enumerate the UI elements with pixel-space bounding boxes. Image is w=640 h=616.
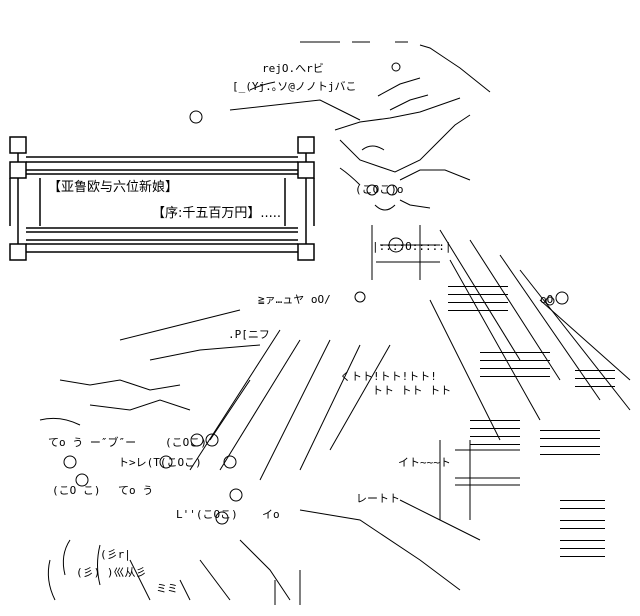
ascii-art-ornaments — [63, 62, 569, 525]
ascii-art-fragment: ミミ — [156, 582, 178, 595]
ascii-art-fragment: (こOこ) — [165, 436, 207, 449]
eye-right-icon — [386, 184, 398, 196]
scroll-title: 【亚鲁欧与六位新娘】 — [48, 180, 179, 195]
scroll-knob-left-top — [9, 136, 27, 154]
ascii-art-fragment: (彡) )巛从彡 — [76, 566, 147, 579]
ascii-art-fragment: (こOこ)o — [355, 183, 404, 196]
ascii-art-fragment: ト>レ(T(こOこ) — [118, 456, 202, 469]
scroll-knob-right-mid — [297, 161, 315, 179]
ascii-art-face — [339, 145, 471, 280]
ascii-art-fragment: ≧ァ…ュヤ oO/ — [258, 293, 331, 306]
ascii-art-fragment: トト トト トト — [372, 384, 451, 397]
ascii-art-fragment: イト~~~ト — [398, 456, 451, 469]
scroll-knob-left-mid — [9, 161, 27, 179]
ascii-art-veil-lines — [189, 229, 631, 601]
ascii-art-fragment: [_(Yj.｡ソ@ノノトjバこ — [232, 80, 356, 93]
ascii-art-lower-left — [39, 309, 301, 605]
ascii-art-fragment: |::::O:::::| — [372, 240, 451, 253]
ascii-art-fragment: (こO こ) — [52, 484, 101, 497]
eye-left-icon — [366, 184, 378, 196]
ascii-art-fragment: レートト — [356, 492, 400, 505]
scroll-banner — [9, 136, 315, 261]
scroll-knob-right-bottom — [297, 243, 315, 261]
ascii-art-fragment: イo — [262, 508, 280, 521]
ascii-art-fragment: .P[ニフ — [228, 328, 270, 341]
ascii-art-fragment: てo う ー″ブ″ー — [48, 435, 136, 449]
scroll-subtitle: 【序:千五百万円】..... — [152, 206, 282, 221]
scroll-knob-left-bottom — [9, 243, 27, 261]
scroll-knob-right-top — [297, 136, 315, 154]
ascii-art-texture — [448, 286, 615, 557]
ascii-art-fragment: てo う — [118, 484, 153, 497]
ascii-art-fragment: rejO.へrビ — [262, 62, 324, 75]
ascii-art-fragment: くトト!トト!トト! — [340, 370, 437, 383]
button-ornament-icon — [388, 237, 404, 253]
ascii-art-fragment: L''(こOこ) — [176, 508, 238, 521]
ascii-art-fragment: (彡r| — [100, 548, 131, 561]
ascii-art-fragment: oO — [540, 293, 553, 306]
ascii-art-hat — [229, 41, 491, 173]
